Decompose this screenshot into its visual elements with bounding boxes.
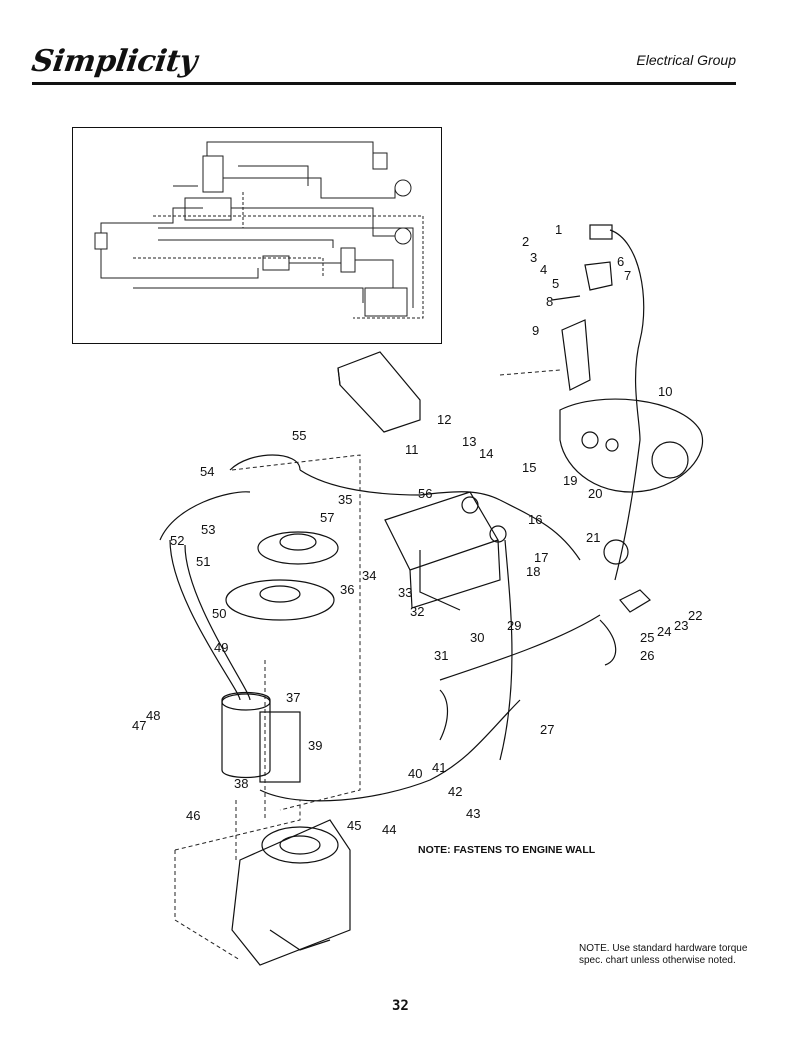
callout-11: 11 bbox=[405, 442, 419, 457]
header-rule bbox=[32, 82, 736, 85]
callout-21: 21 bbox=[586, 530, 600, 545]
callout-16: 16 bbox=[528, 512, 542, 527]
callout-18: 18 bbox=[526, 564, 540, 579]
callout-2: 2 bbox=[522, 234, 529, 249]
callout-10: 10 bbox=[658, 384, 672, 399]
callout-9: 9 bbox=[532, 323, 539, 338]
callout-20: 20 bbox=[588, 486, 602, 501]
engine-wall-note: NOTE: FASTENS TO ENGINE WALL bbox=[418, 844, 596, 856]
callout-43: 43 bbox=[466, 806, 480, 821]
callout-1: 1 bbox=[555, 222, 562, 237]
callout-40: 40 bbox=[408, 766, 422, 781]
callout-46: 46 bbox=[186, 808, 200, 823]
callout-13: 13 bbox=[462, 434, 476, 449]
callout-45: 45 bbox=[347, 818, 361, 833]
callout-19: 19 bbox=[563, 473, 577, 488]
callout-22: 22 bbox=[688, 608, 702, 623]
callout-6: 6 bbox=[617, 254, 624, 269]
callout-14: 14 bbox=[479, 446, 493, 461]
callout-51: 51 bbox=[196, 554, 210, 569]
callout-50: 50 bbox=[212, 606, 226, 621]
callout-39: 39 bbox=[308, 738, 322, 753]
callout-8: 8 bbox=[546, 294, 553, 309]
callout-32: 32 bbox=[410, 604, 424, 619]
hardware-torque-note: NOTE. Use standard hardware torque spec.… bbox=[579, 943, 748, 966]
callout-38: 38 bbox=[234, 776, 248, 791]
callout-36: 36 bbox=[340, 582, 354, 597]
callout-55: 55 bbox=[292, 428, 306, 443]
schematic-drawing bbox=[94, 141, 424, 319]
callout-54: 54 bbox=[200, 464, 214, 479]
callout-35: 35 bbox=[338, 492, 352, 507]
callout-27: 27 bbox=[540, 722, 554, 737]
callout-25: 25 bbox=[640, 630, 654, 645]
callout-33: 33 bbox=[398, 585, 412, 600]
callout-29: 29 bbox=[507, 618, 521, 633]
section-title: Electrical Group bbox=[636, 52, 736, 68]
callout-24: 24 bbox=[657, 624, 671, 639]
callout-37: 37 bbox=[286, 690, 300, 705]
callout-57: 57 bbox=[320, 510, 334, 525]
callout-41: 41 bbox=[432, 760, 446, 775]
callout-52: 52 bbox=[170, 533, 184, 548]
callout-34: 34 bbox=[362, 568, 376, 583]
callout-48: 48 bbox=[146, 708, 160, 723]
callout-12: 12 bbox=[437, 412, 451, 427]
callout-53: 53 bbox=[201, 522, 215, 537]
callout-17: 17 bbox=[534, 550, 548, 565]
callout-44: 44 bbox=[382, 822, 396, 837]
callout-26: 26 bbox=[640, 648, 654, 663]
callout-4: 4 bbox=[540, 262, 547, 277]
callout-30: 30 bbox=[470, 630, 484, 645]
callout-56: 56 bbox=[418, 486, 432, 501]
callout-42: 42 bbox=[448, 784, 462, 799]
callout-31: 31 bbox=[434, 648, 448, 663]
callout-5: 5 bbox=[552, 276, 559, 291]
callout-47: 47 bbox=[132, 718, 146, 733]
callout-7: 7 bbox=[624, 268, 631, 283]
callout-15: 15 bbox=[522, 460, 536, 475]
page-number: 32 bbox=[392, 998, 409, 1014]
wiring-schematic-inset bbox=[72, 127, 442, 344]
callout-49: 49 bbox=[214, 640, 228, 655]
callout-23: 23 bbox=[674, 618, 688, 633]
callout-3: 3 bbox=[530, 250, 537, 265]
